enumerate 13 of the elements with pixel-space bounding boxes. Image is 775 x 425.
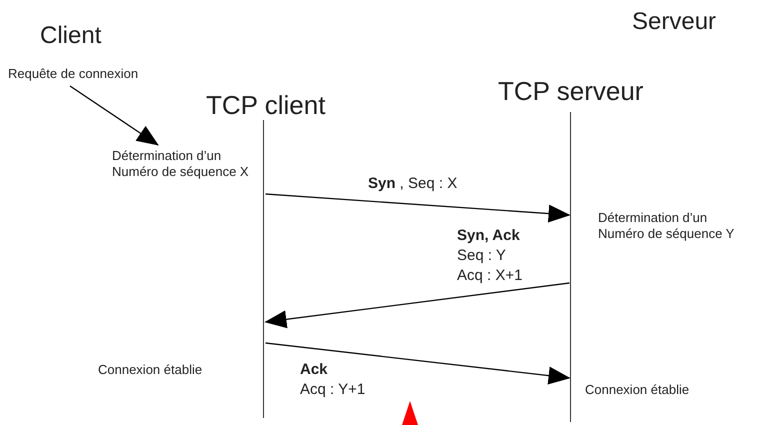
annotation-text: Requête de connexion [8,66,178,82]
annotation-text: Détermination d’un Numéro de séquence X [112,148,254,180]
arrow [265,342,570,385]
arrow [70,86,159,146]
lifeline-heading: TCP client [206,90,326,121]
annotation-text: Connexion établie [98,362,202,378]
lifeline-heading: TCP serveur [498,76,644,107]
annotation-text: Connexion établie [585,382,690,398]
host-title: Serveur [632,8,716,35]
arrow [265,193,570,223]
arrow [264,282,570,328]
annotation-text: Détermination d’un Numéro de séquence Y [598,210,736,242]
host-title: Client [40,22,102,49]
